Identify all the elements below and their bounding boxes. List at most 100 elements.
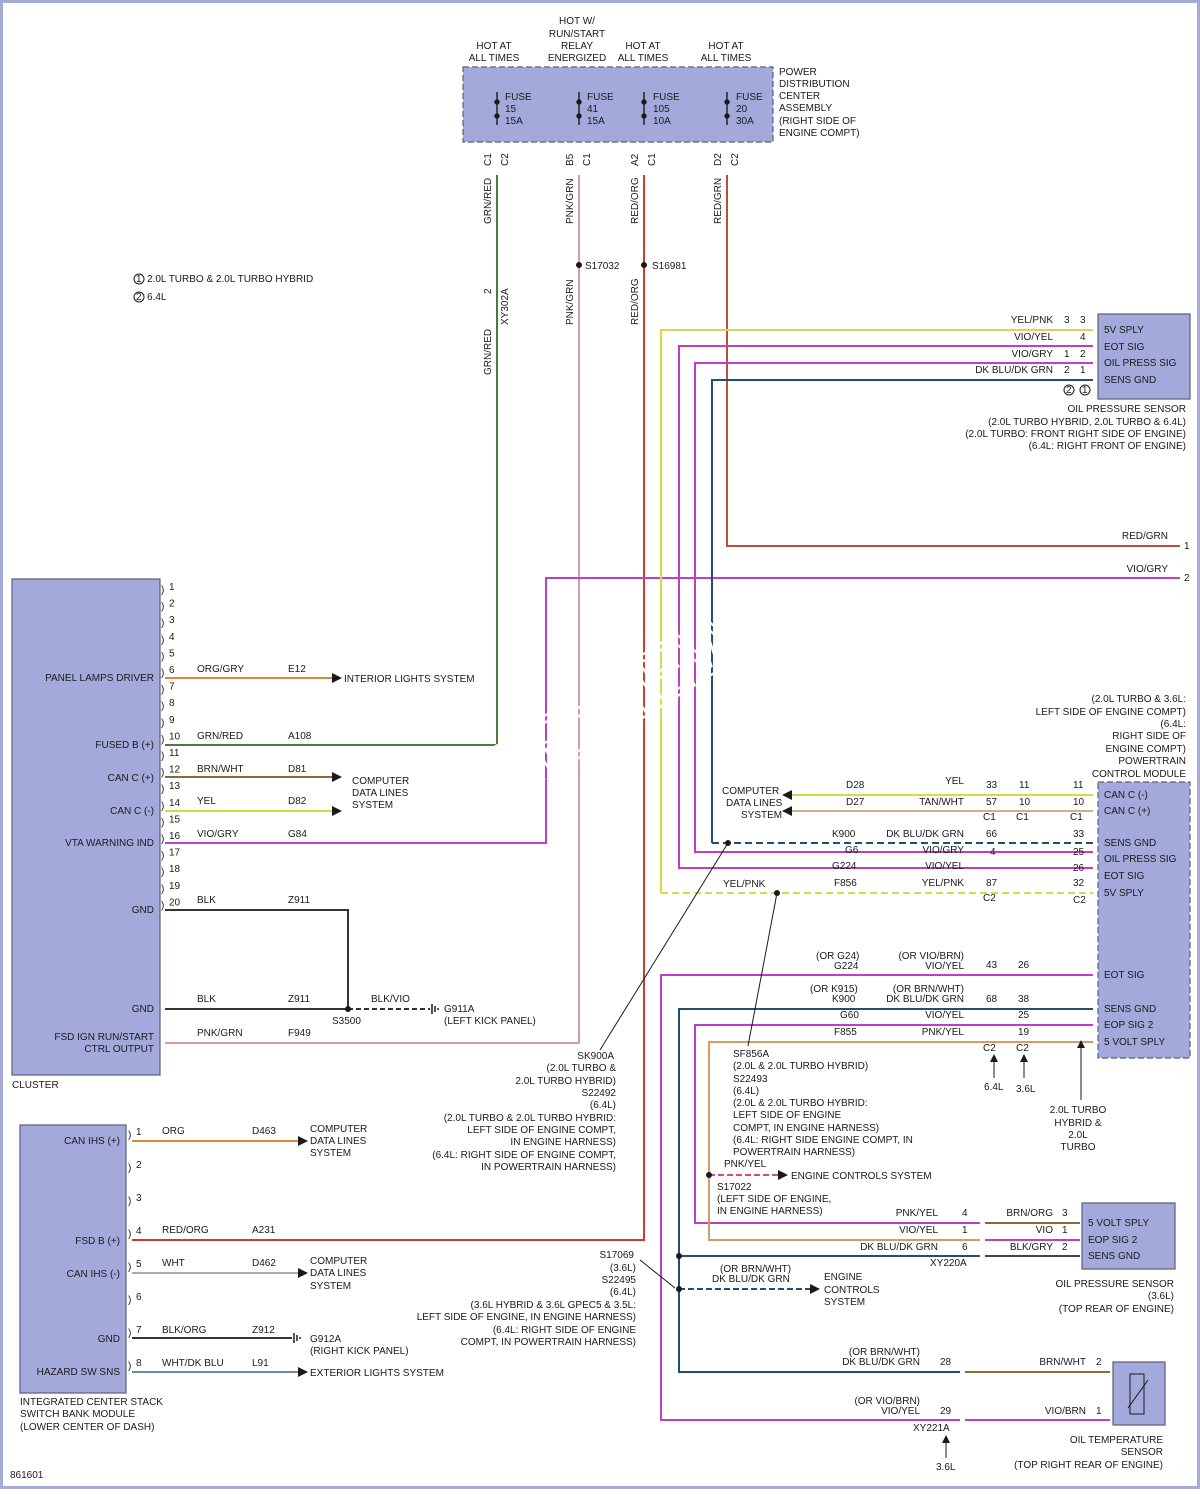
fuse-15-icon (494, 92, 500, 125)
grn-red-lower: GRN/RED (483, 329, 494, 375)
arrow-icsbm-cdl2 (298, 1268, 308, 1278)
arrow-ots (942, 1435, 950, 1443)
pt-a-1: 57 (986, 797, 998, 808)
s69-5: LEFT SIDE OF ENGINE, IN ENGINE HARNESS) (417, 1312, 636, 1323)
exterior-lights: EXTERIOR LIGHTS SYSTEM (310, 1368, 444, 1379)
pdc-box (462, 66, 774, 143)
ic-name-0: INTEGRATED CENTER STACK (20, 1397, 163, 1408)
pt-c-2: 33 (1073, 829, 1085, 840)
icsbm-pin-4: 4 (136, 1226, 142, 1237)
pcm-fb-3: 5 VOLT SPLY (1104, 1037, 1165, 1048)
pdc-wire-pnk-grn: PNK/GRN (565, 178, 576, 224)
pcm-box (1097, 781, 1191, 1059)
o2-func-2: SENS GND (1088, 1251, 1140, 1262)
sf-8: POWERTRAIN HARNESS) (733, 1147, 855, 1158)
ops-wire-2: VIO/GRY (1012, 349, 1054, 360)
cl-w13-color: YEL (197, 796, 216, 807)
o2-col2-1: VIO (1036, 1225, 1053, 1236)
sk-3: S22492 (582, 1088, 617, 1099)
ots-name-1: SENSOR (1121, 1447, 1163, 1458)
cluster-pin-11: 11 (169, 748, 180, 759)
pcm-fb-0: EOT SIG (1104, 970, 1145, 981)
ops-func-3: SENS GND (1104, 375, 1156, 386)
sf-4: (2.0L & 2.0L TURBO HYBRID: (733, 1098, 868, 1109)
svg-text:1: 1 (136, 274, 142, 285)
cluster-func-3: CAN C (-) (110, 806, 154, 817)
pdc-wire-red-org: RED/ORG (630, 177, 641, 224)
ops-b-0: 3 (1080, 315, 1086, 326)
cluster-pin-bracket: ) (161, 851, 164, 862)
sf-3: (6.4L) (733, 1086, 759, 1097)
pdc-hdr-3: RUN/START (549, 29, 605, 40)
splice-dots (345, 262, 780, 1292)
ots-col-1: DK BLU/DK GRN (842, 1357, 920, 1368)
cl-w20-color: PNK/GRN (197, 1028, 243, 1039)
pcm-cdl-2: SYSTEM (741, 810, 782, 821)
s69-4: (3.6L HYBRID & 3.6L GPEC5 & 3.5L: (471, 1300, 636, 1311)
pt-c-4: 26 (1073, 863, 1085, 874)
sf-0: SF856A (733, 1049, 769, 1060)
pt-ckt-1: D27 (846, 797, 865, 808)
wire-blk-16 (165, 909, 349, 1009)
ic-w2-ckt: D462 (252, 1258, 276, 1269)
pcm-36: 3.6L (1016, 1084, 1036, 1095)
pb-altcol-0: (OR VIO/BRN) (898, 951, 964, 962)
sf-2: S22493 (733, 1074, 768, 1085)
o2-func-0: 5 VOLT SPLY (1088, 1218, 1149, 1229)
icsbm-pin-2: 2 (136, 1160, 142, 1171)
icsbm-pin-bracket: ) (128, 1229, 131, 1240)
o2-col-1: VIO/YEL (899, 1225, 938, 1236)
cl-w10-ckt: A108 (288, 731, 312, 742)
pdc-hdr-5: ENERGIZED (548, 53, 606, 64)
cluster-func-2: CAN C (+) (108, 773, 154, 784)
cluster-pin-20: 20 (169, 897, 181, 908)
pt-c-5: 32 (1073, 878, 1085, 889)
wire-5v-bot (708, 1041, 1093, 1241)
cl-w14-ckt: G84 (288, 829, 307, 840)
pt-col-2: DK BLU/DK GRN (886, 829, 964, 840)
cluster-pin-bracket: ) (161, 734, 164, 745)
right-pin-1: 1 (1184, 541, 1190, 552)
ecs2-2: SYSTEM (824, 1297, 865, 1308)
cl-cdl-0: COMPUTER (352, 776, 409, 787)
turbo-note-0: 2.0L TURBO (1050, 1105, 1107, 1116)
pdc-pin-c2: C2 (500, 153, 511, 166)
cluster-pin-bracket: ) (161, 651, 164, 662)
ic-cdl2-1: DATA LINES (310, 1268, 367, 1279)
cluster-pin-bracket: ) (161, 602, 164, 613)
pcm-ft-1: CAN C (+) (1104, 806, 1150, 817)
pdc-pin-b5: B5 (565, 153, 576, 166)
cluster-pin-bracket: ) (161, 718, 164, 729)
pb-altcol-1: (OR BRN/WHT) (893, 984, 964, 995)
ops2-box (1081, 1202, 1176, 1270)
red-org-lower: RED/ORG (630, 278, 641, 325)
yel-pnk-in: YEL/PNK (723, 879, 766, 890)
pb-col-2: VIO/YEL (925, 1010, 964, 1021)
legend-2: 6.4L (147, 292, 167, 303)
cluster-pin-15: 15 (169, 814, 181, 825)
s69-2: S22495 (602, 1275, 637, 1286)
cl-w12-color: BRN/WHT (197, 764, 244, 775)
s17022-1: (LEFT SIDE OF ENGINE, (717, 1194, 831, 1205)
s3500-label: S3500 (332, 1016, 361, 1027)
ops-wire-0: YEL/PNK (1011, 315, 1054, 326)
ots-alt-1: (OR BRN/WHT) (849, 1347, 920, 1358)
cluster-pin-bracket: ) (161, 585, 164, 596)
pt-col-4: VIO/YEL (925, 861, 964, 872)
pdc-pin-a2: A2 (630, 153, 641, 166)
dot-s17032 (576, 262, 582, 268)
wire-vio-gry-cluster (165, 577, 1180, 844)
o2-col2-0: BRN/ORG (1006, 1208, 1053, 1219)
ops-name-0: OIL PRESSURE SENSOR (1067, 404, 1186, 415)
turbo-note-3: TURBO (1061, 1142, 1096, 1153)
ic-w3-ckt: Z912 (252, 1325, 275, 1336)
cluster-pin-14: 14 (169, 798, 181, 809)
right-wire-1: RED/GRN (1122, 531, 1168, 542)
cluster-pin-numbers: 1)2)3)4)5)6)7)8)9)10)11)12)13)14)15)16)1… (161, 582, 181, 911)
ic-w4-col: WHT/DK BLU (162, 1358, 224, 1369)
ops-name-3: (6.4L: RIGHT FRONT OF ENGINE) (1029, 441, 1186, 452)
pt-a-3: 4 (990, 847, 996, 858)
fuse-15-l3: 15A (505, 116, 523, 127)
cluster-pin-7: 7 (169, 682, 175, 693)
pnk-yel-ecs: PNK/YEL (724, 1159, 767, 1170)
